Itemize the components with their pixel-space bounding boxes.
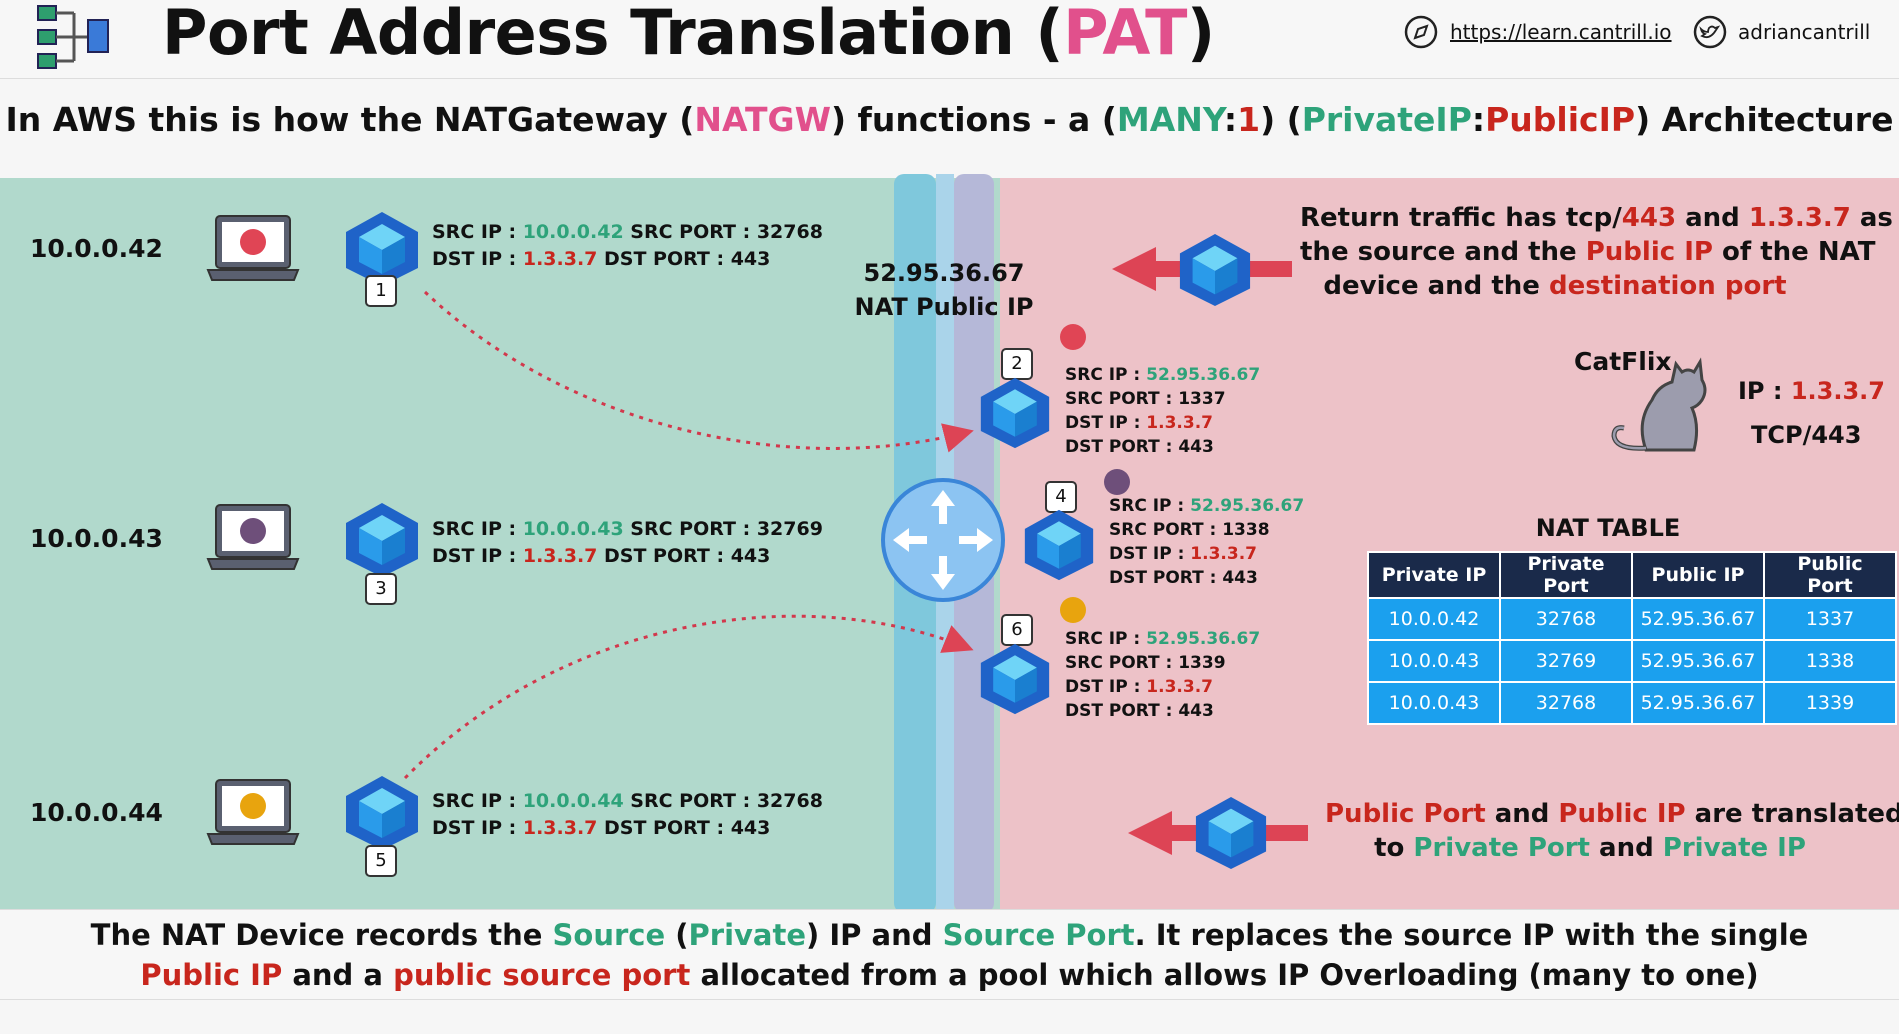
twitter-handle[interactable]: adriancantrill [1738, 20, 1871, 44]
cube-icon [343, 501, 421, 583]
compass-icon [1403, 14, 1439, 54]
public-internet-zone [1000, 178, 1899, 909]
column-header: Public Port [1763, 551, 1897, 599]
table-cell: 52.95.36.67 [1631, 639, 1765, 683]
return-traffic-note: Return traffic has tcp/443 and 1.3.3.7 a… [1300, 203, 1893, 301]
table-cell: 10.0.0.43 [1367, 681, 1501, 725]
flow-dot [1104, 469, 1130, 495]
table-cell: 52.95.36.67 [1631, 597, 1765, 641]
table-cell: 1338 [1763, 639, 1897, 683]
packet-info: SRC IP : 10.0.0.43 SRC PORT : 32769 DST … [432, 518, 823, 567]
cat-icon [1606, 342, 1726, 458]
host-ip-label: 10.0.0.43 [30, 524, 163, 553]
table-cell: 32769 [1499, 639, 1633, 683]
nat-table-title: NAT TABLE [1535, 514, 1681, 542]
network-logo-icon [36, 4, 112, 70]
flow-dot [1060, 324, 1086, 350]
packet-info: SRC IP : 10.0.0.42 SRC PORT : 32768 DST … [432, 221, 823, 270]
private-network-zone [0, 178, 1000, 909]
table-row: 10.0.0.43 32768 52.95.36.67 1339 [1367, 681, 1897, 725]
packet-info: SRC IP : 52.95.36.67 SRC PORT : 1339 DST… [1065, 629, 1261, 721]
table-row: 10.0.0.42 32768 52.95.36.67 1337 [1367, 597, 1897, 641]
table-cell: 1339 [1763, 681, 1897, 725]
laptop-icon[interactable] [206, 503, 300, 577]
table-cell: 52.95.36.67 [1631, 681, 1765, 725]
subtitle: In AWS this is how the NATGateway (NATGW… [5, 100, 1894, 139]
page-title: Port Address Translation (PAT) [162, 0, 1215, 69]
column-header: Private IP [1367, 551, 1501, 599]
twitter-icon [1692, 14, 1728, 54]
host-ip-label: 10.0.0.42 [30, 234, 163, 263]
laptop-icon[interactable] [206, 214, 300, 288]
cube-icon [343, 210, 421, 292]
step-badge: 5 [365, 845, 397, 877]
table-cell: 1337 [1763, 597, 1897, 641]
host-ip-label: 10.0.0.44 [30, 798, 163, 827]
packet-info: SRC IP : 52.95.36.67 SRC PORT : 1337 DST… [1065, 365, 1261, 457]
packet-info: SRC IP : 10.0.0.44 SRC PORT : 32768 DST … [432, 790, 823, 839]
cube-icon [1177, 232, 1253, 312]
flow-dot [1060, 597, 1086, 623]
cube-icon [1022, 508, 1096, 586]
catflix-port: TCP/443 [1751, 421, 1862, 449]
table-cell: 32768 [1499, 597, 1633, 641]
nat-table: Private IP Private Port Public IP Public… [1367, 551, 1897, 725]
table-cell: 10.0.0.43 [1367, 639, 1501, 683]
host-dot [240, 229, 266, 255]
catflix-ip: IP : 1.3.3.7 [1738, 377, 1885, 405]
host-dot [240, 518, 266, 544]
host-dot [240, 793, 266, 819]
laptop-icon[interactable] [206, 778, 300, 852]
catflix-label: CatFlix [1574, 347, 1672, 376]
step-badge: 2 [1001, 348, 1033, 380]
cube-icon [978, 642, 1052, 720]
column-header: Public IP [1631, 551, 1765, 599]
translate-note: Public Port and Public IP are translated… [1325, 799, 1899, 863]
cube-icon [1193, 795, 1269, 875]
header [0, 0, 1899, 79]
cube-icon [978, 376, 1052, 454]
nat-public-ip-label: 52.95.36.67 NAT Public IP [854, 259, 1034, 321]
table-cell: 32768 [1499, 681, 1633, 725]
website-link[interactable]: https://learn.cantrill.io [1450, 20, 1672, 44]
step-badge: 3 [365, 573, 397, 605]
table-header-row: Private IP Private Port Public IP Public… [1367, 551, 1897, 599]
step-badge: 4 [1045, 481, 1077, 513]
table-row: 10.0.0.43 32769 52.95.36.67 1338 [1367, 639, 1897, 683]
step-badge: 1 [365, 275, 397, 307]
column-header: Private Port [1499, 551, 1633, 599]
bottom-caption: The NAT Device records the Source (Priva… [0, 909, 1899, 1000]
step-badge: 6 [1001, 614, 1033, 646]
router-icon[interactable] [879, 476, 1007, 608]
cube-icon [343, 774, 421, 856]
table-cell: 10.0.0.42 [1367, 597, 1501, 641]
packet-info: SRC IP : 52.95.36.67 SRC PORT : 1338 DST… [1109, 496, 1305, 588]
